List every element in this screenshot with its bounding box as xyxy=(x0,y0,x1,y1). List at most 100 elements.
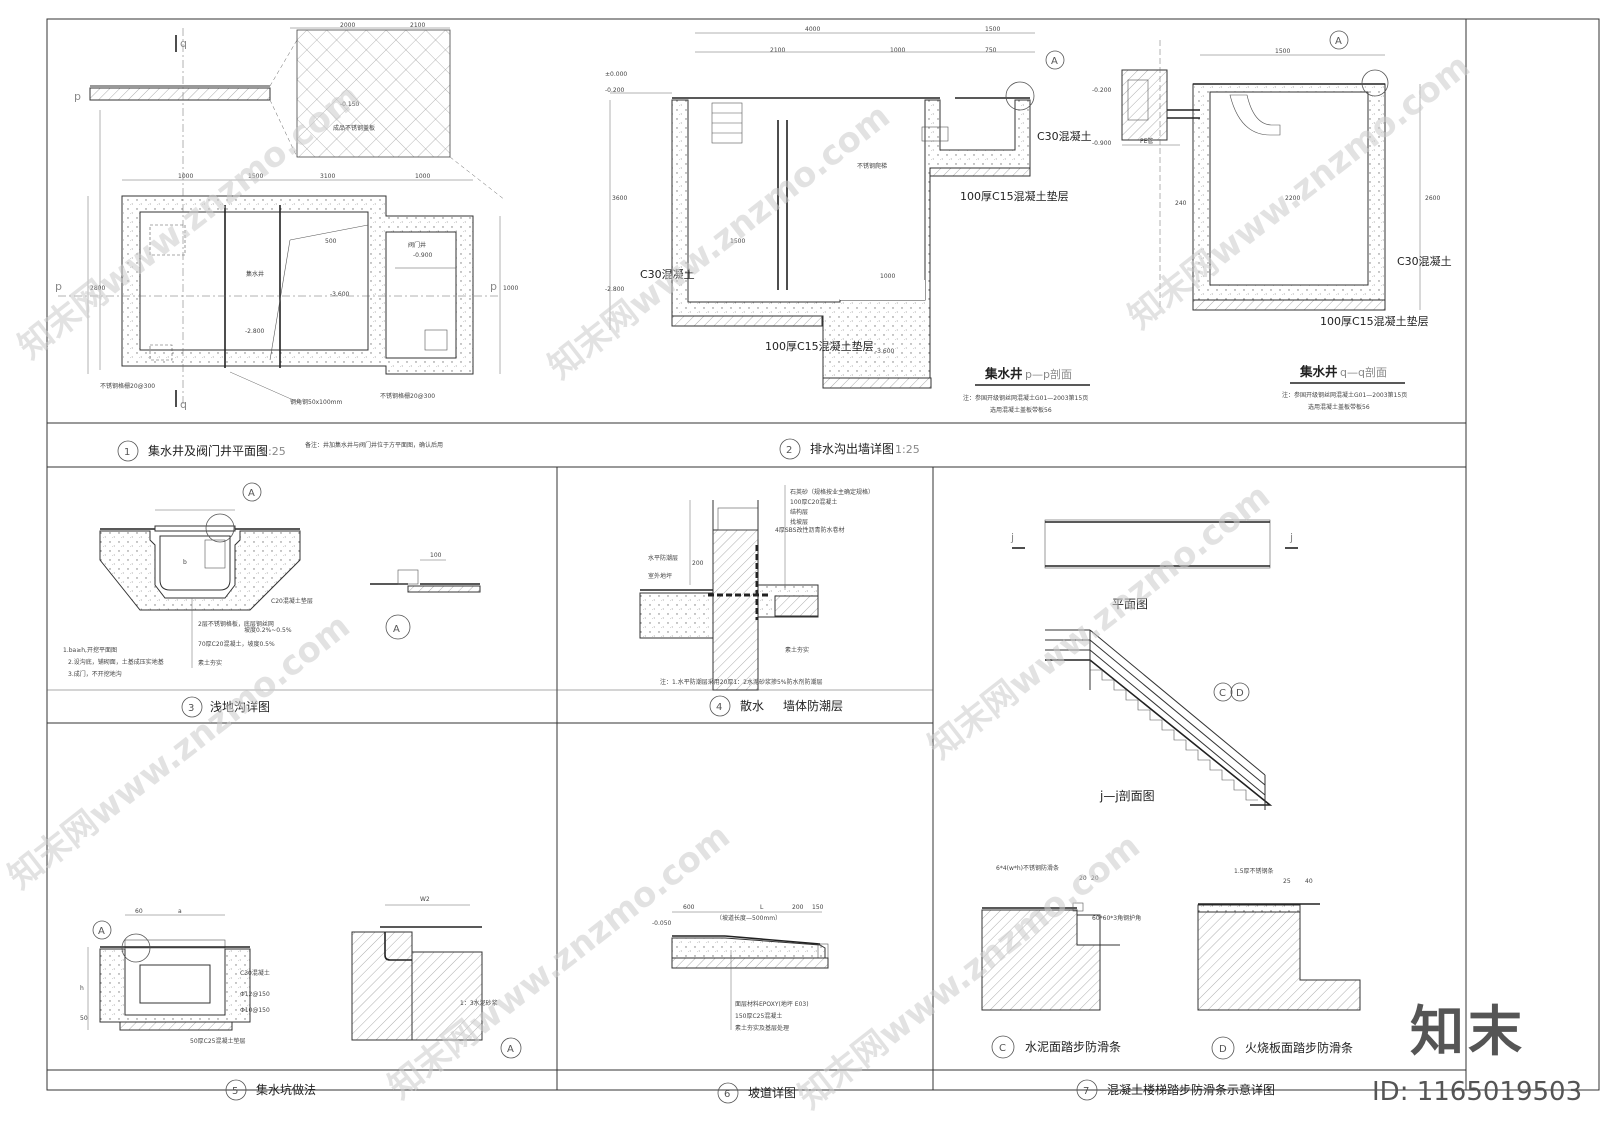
svg-text:A: A xyxy=(248,488,255,499)
detail-callout-a xyxy=(500,1037,522,1059)
section-cut-p: p xyxy=(55,280,62,293)
layer-label: 面层材料EPOXY(地坪 E03) xyxy=(735,1000,809,1008)
slope-note: （坡道长度—500mm） xyxy=(716,914,781,922)
title-row-3: 5 集水坑做法 6 坡道详图 7 混凝土楼梯踏步防滑条示意详图 xyxy=(225,1079,1275,1104)
rebar-label: Φ10@150 xyxy=(240,1007,270,1014)
dim-label: 1500 xyxy=(248,173,263,180)
water-label: 水平防潮层 xyxy=(648,554,678,562)
dim-label: 4000 xyxy=(805,26,820,33)
section-cut-label: q—q剖面 xyxy=(1340,365,1387,379)
detail-callout-d xyxy=(1211,1036,1235,1060)
detail-title-6: 坡道详图 xyxy=(748,1085,796,1100)
svg-text:D: D xyxy=(1236,688,1244,699)
material-label: C30混凝土 xyxy=(640,267,695,281)
dim-label: 2800 xyxy=(90,285,105,292)
detail-title-2: 排水沟出墙详图 xyxy=(810,441,894,456)
layer-label: 结构层 xyxy=(790,508,808,516)
detail-title-4: 散水 xyxy=(740,698,764,713)
dim-label: a xyxy=(178,908,182,915)
detail-number: 5 xyxy=(232,1086,238,1097)
ramp-detail-panel: 600 L 200 150 -0.050 （坡道长度—500mm） 面层材料EP… xyxy=(652,904,829,1032)
detail-callout-c xyxy=(1213,682,1233,702)
section-note: 注：参国开级钢丝网混凝土G01—2003第15页 xyxy=(1282,391,1407,399)
detail-number: 1 xyxy=(124,447,130,458)
material-label: C30混凝土 xyxy=(1037,129,1092,143)
dim-label: 25 xyxy=(1283,878,1291,885)
dim-label: 3600 xyxy=(612,195,627,202)
elev-label: -0.900 xyxy=(413,252,433,259)
trench-note: 1.ba≥h,开挖平面图 xyxy=(63,646,117,654)
section-cut-j: j xyxy=(1289,531,1293,544)
slope-label: 坡度0.2%~0.5% xyxy=(244,626,292,634)
brand-logo: 知末 xyxy=(1410,1000,1526,1063)
nosing-note: 60*60*3角钢护角 xyxy=(1092,914,1141,922)
dim-label: 1500 xyxy=(985,26,1000,33)
detail-number: 7 xyxy=(1083,1086,1089,1097)
dim-label: 600 xyxy=(683,904,695,911)
apron-detail-panel: 200 室外地坪 水平防潮层 素土夯实 石英砂（规格按业主确定规格） 100厚C… xyxy=(639,485,874,691)
stair-plan-title: 平面图 xyxy=(1112,597,1148,611)
elev-label: -0.200 xyxy=(1092,87,1112,94)
pipe-label: 不锈钢格栅20@300 xyxy=(100,382,155,390)
rebar-label: Φ12@150 xyxy=(240,991,270,998)
dim-label: 60 xyxy=(135,908,143,915)
detail-scale: 1:25 xyxy=(895,443,920,456)
svg-text:A: A xyxy=(507,1044,514,1055)
detail-number: 2 xyxy=(786,445,792,456)
section-cut-j: j xyxy=(1010,531,1014,544)
detail-note: 备注：井加集水井与阀门井位于方平面图，确认后用 xyxy=(305,441,443,449)
elev-label: -2.800 xyxy=(245,328,265,335)
material-label: 100厚C15混凝土垫层 xyxy=(960,189,1069,203)
section-cut-q: q xyxy=(180,37,187,50)
dim-label: 1000 xyxy=(503,285,518,292)
section-title: 集水井 xyxy=(984,366,1023,381)
nosing-d-title: 火烧板面踏步防滑条 xyxy=(1245,1040,1353,1055)
elev-label: -0.150 xyxy=(340,101,360,108)
section-pp-panel: 4000 1500 2100 1000 750 1500 1000 3600 ±… xyxy=(605,26,1112,414)
material-label: 50厚C25混凝土垫层 xyxy=(190,1037,245,1045)
material-label: C30混凝土 xyxy=(240,969,270,977)
detail-title-5: 集水坑做法 xyxy=(256,1082,316,1097)
dim-label: 1500 xyxy=(1275,48,1290,55)
plan-view-panel: 成品不锈钢盖板 -0.150 集水井 阀门井 -2.800 -3.600 -0.… xyxy=(55,22,518,411)
dim-label: 150 xyxy=(812,904,824,911)
steel-label: 钢角钢50x100mm xyxy=(290,398,342,406)
sheet-frame xyxy=(46,18,1600,1091)
fill-label: 素土夯实 xyxy=(785,646,809,654)
svg-text:A: A xyxy=(1335,36,1342,47)
dim-label: 40 xyxy=(1305,878,1313,885)
legend-line: 2层不锈钢格板，底层钢丝网 xyxy=(198,620,274,628)
material-label: C30混凝土 xyxy=(1397,254,1452,268)
mortar-label: 1：3水泥砂浆 xyxy=(460,999,498,1007)
section-cut-q: q xyxy=(180,398,187,411)
dim-label: 1500 xyxy=(730,238,745,245)
dim-label: 20 xyxy=(1091,875,1099,882)
pipe-label: 不锈钢格栅20@300 xyxy=(380,392,435,400)
elev-label: -0.200 xyxy=(605,87,625,94)
material-label: 100厚C15混凝土垫层 xyxy=(1320,314,1429,328)
detail-title-1: 集水井及阀门井平面图 xyxy=(148,443,268,458)
detail-callout-a xyxy=(1045,50,1065,70)
layer-label: 素土夯实及基层处理 xyxy=(735,1024,789,1032)
dim-label: 50 xyxy=(80,1015,88,1022)
detail-number: 4 xyxy=(716,702,722,713)
nosing-c-title: 水泥面踏步防滑条 xyxy=(1025,1039,1121,1054)
elev-label: -0.900 xyxy=(1092,140,1112,147)
svg-text:D: D xyxy=(1219,1044,1227,1055)
dim-label: 500 xyxy=(325,238,337,245)
soil-label: 室外地坪 xyxy=(648,572,672,580)
layer-label: 石英砂（规格按业主确定规格） xyxy=(790,488,874,496)
detail-callout-a xyxy=(92,920,112,940)
dim-label: 1000 xyxy=(890,47,905,54)
svg-text:A: A xyxy=(393,624,400,635)
detail-callout-a xyxy=(242,482,262,502)
elev-label: -2.800 xyxy=(605,286,625,293)
elev-label: -0.050 xyxy=(652,920,672,927)
detail-callout-a xyxy=(385,614,411,640)
grate-cover xyxy=(296,29,451,158)
dim-label: 3100 xyxy=(320,173,335,180)
nosing-note: 6*4(w*h)不锈钢防滑条 xyxy=(996,864,1059,872)
legend-line: 素土夯实 xyxy=(198,659,222,667)
dim-label: 240 xyxy=(1175,200,1187,207)
